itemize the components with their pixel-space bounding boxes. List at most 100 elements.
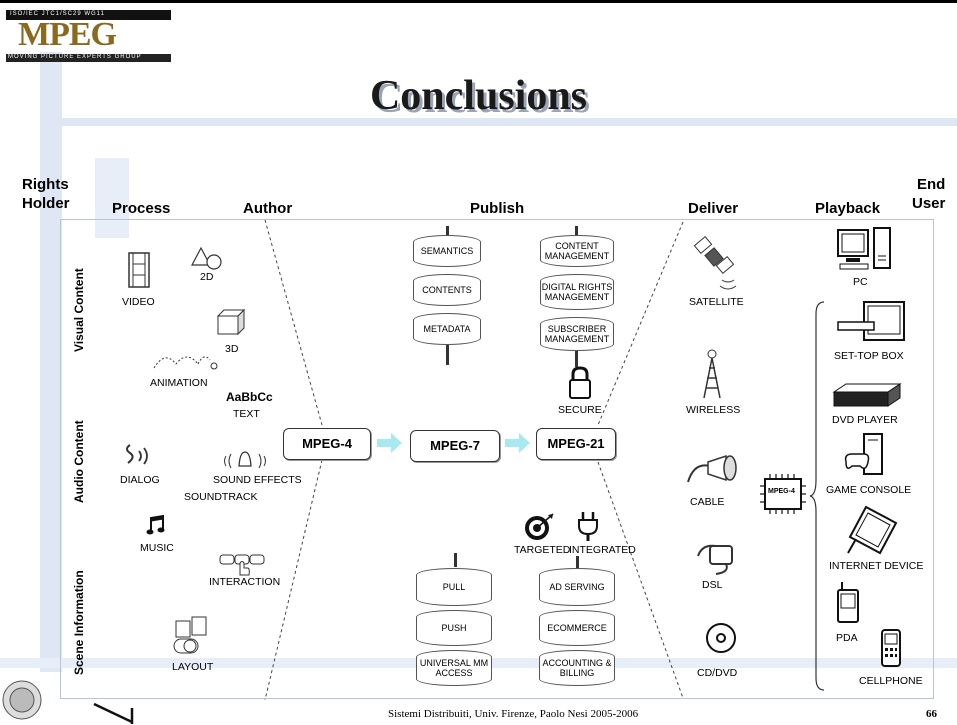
header-author: Author	[243, 200, 293, 217]
header-end: End	[917, 176, 946, 193]
arrow-right-icon	[377, 433, 402, 453]
music-note-icon	[146, 514, 165, 535]
label-targeted: TARGETED	[514, 544, 571, 556]
dialog-speech-icon	[126, 444, 148, 465]
label-music: MUSIC	[140, 542, 174, 554]
label-sound-effects: SOUND EFFECTS	[213, 474, 302, 486]
label-dsl: DSL	[702, 579, 723, 591]
logo-top-band	[6, 10, 171, 20]
cylinder-accounting-billing: ACCOUNTING & BILLING	[539, 650, 615, 686]
page-number: 66	[926, 708, 937, 720]
cylinder-drm: DIGITAL RIGHTS MANAGEMENT	[540, 274, 614, 310]
footer-text: Sistemi Distribuiti, Univ. Firenze, Paol…	[388, 708, 639, 720]
stack-stem	[575, 226, 578, 236]
slide-title: Conclusions	[369, 73, 588, 119]
cylinder-universal-mm-access: UNIVERSAL MM ACCESS	[416, 650, 492, 686]
mpeg21-box: MPEG-21	[536, 428, 616, 460]
mpeg4-box: MPEG-4	[283, 428, 371, 460]
decorative-bar	[40, 52, 62, 672]
disc-icon	[706, 623, 736, 653]
label-dvd: DVD PLAYER	[832, 414, 898, 426]
header-playback: Playback	[815, 200, 881, 217]
plug-icon	[578, 512, 598, 541]
label-video: VIDEO	[122, 296, 155, 308]
label-text: TEXT	[233, 408, 260, 420]
label-pda: PDA	[836, 632, 858, 644]
row-label-visual: Visual Content	[72, 268, 86, 352]
mpeg-logo: MPEG	[18, 16, 117, 53]
satellite-icon	[693, 235, 737, 290]
cylinder-content-management: CONTENT MANAGEMENT	[540, 235, 614, 267]
header-user: User	[912, 195, 946, 212]
decorative-line-icon	[93, 702, 134, 724]
label-secure: SECURE	[558, 404, 602, 416]
stack-stem	[446, 345, 449, 365]
mpeg7-box: MPEG-7	[410, 430, 500, 462]
header-process: Process	[112, 200, 171, 217]
header-holder: Holder	[22, 195, 70, 212]
game-console-icon	[844, 433, 883, 475]
chip-label: MPEG-4	[768, 488, 795, 495]
header-rights: Rights	[22, 176, 69, 193]
label-2d: 2D	[200, 271, 214, 283]
cellphone-icon	[881, 629, 901, 667]
label-integrated: INTEGRATED	[569, 544, 636, 556]
label-cellphone: CELLPHONE	[859, 675, 923, 687]
logo-caption: MOVING PICTURE EXPERTS GROUP	[8, 54, 142, 60]
logo-top-text: ISO/IEC JTC1/SC29 WG11	[10, 11, 105, 17]
rights-line1: Rights	[22, 176, 69, 193]
label-satellite: SATELLITE	[689, 296, 744, 308]
stack-stem	[454, 553, 457, 567]
logo-bottom-band	[6, 54, 171, 62]
decorative-band	[40, 118, 957, 126]
arrow-right-icon	[505, 433, 530, 453]
slide-top-border	[0, 0, 957, 3]
shapes-2d-icon	[191, 246, 222, 270]
animation-icon	[153, 356, 218, 370]
cable-connector-icon	[687, 454, 737, 483]
pda-icon	[837, 582, 859, 623]
radio-tower-icon	[703, 349, 721, 399]
interaction-hand-icon	[219, 554, 265, 576]
label-settop: SET-TOP BOX	[834, 350, 904, 362]
cylinder-metadata: METADATA	[413, 313, 481, 345]
label-animation: ANIMATION	[150, 377, 208, 389]
diagram-frame	[60, 219, 934, 699]
decorative-block	[95, 158, 129, 238]
padlock-icon	[569, 366, 591, 399]
layout-icon	[173, 616, 207, 654]
header-deliver: Deliver	[688, 200, 739, 217]
label-soundtrack: SOUNDTRACK	[184, 491, 258, 503]
stack-stem	[446, 226, 449, 236]
label-3d: 3D	[225, 343, 239, 355]
chip-icon	[760, 474, 806, 514]
label-layout: LAYOUT	[172, 661, 214, 673]
brace-bracket	[809, 301, 825, 691]
cube-3d-icon	[216, 308, 246, 336]
label-wireless: WIRELESS	[686, 404, 741, 416]
dvd-player-icon	[832, 383, 902, 407]
cylinder-ecommerce: ECOMMERCE	[539, 610, 615, 646]
university-seal-icon	[2, 680, 42, 720]
cylinder-push: PUSH	[416, 610, 492, 646]
text-sample: AaBbCc	[226, 390, 273, 404]
target-icon	[525, 513, 554, 540]
bell-sound-icon	[224, 451, 266, 469]
dsl-modem-icon	[697, 544, 733, 575]
row-label-audio: Audio Content	[72, 420, 86, 503]
label-internet: INTERNET DEVICE	[829, 560, 924, 572]
film-icon	[128, 252, 150, 288]
pc-icon	[837, 227, 891, 270]
internet-device-icon	[847, 505, 898, 555]
rights-line2: Holder	[22, 195, 70, 212]
stack-stem	[575, 351, 578, 367]
cylinder-pull: PULL	[416, 568, 492, 606]
row-label-scene: Scene Information	[72, 570, 86, 675]
cylinder-subscriber-management: SUBSCRIBER MANAGEMENT	[540, 317, 614, 351]
cylinder-contents: CONTENTS	[413, 274, 481, 306]
label-dialog: DIALOG	[120, 474, 160, 486]
stack-stem	[576, 556, 579, 568]
header-publish: Publish	[470, 200, 525, 217]
label-console: GAME CONSOLE	[826, 484, 912, 496]
label-cable: CABLE	[690, 496, 725, 508]
